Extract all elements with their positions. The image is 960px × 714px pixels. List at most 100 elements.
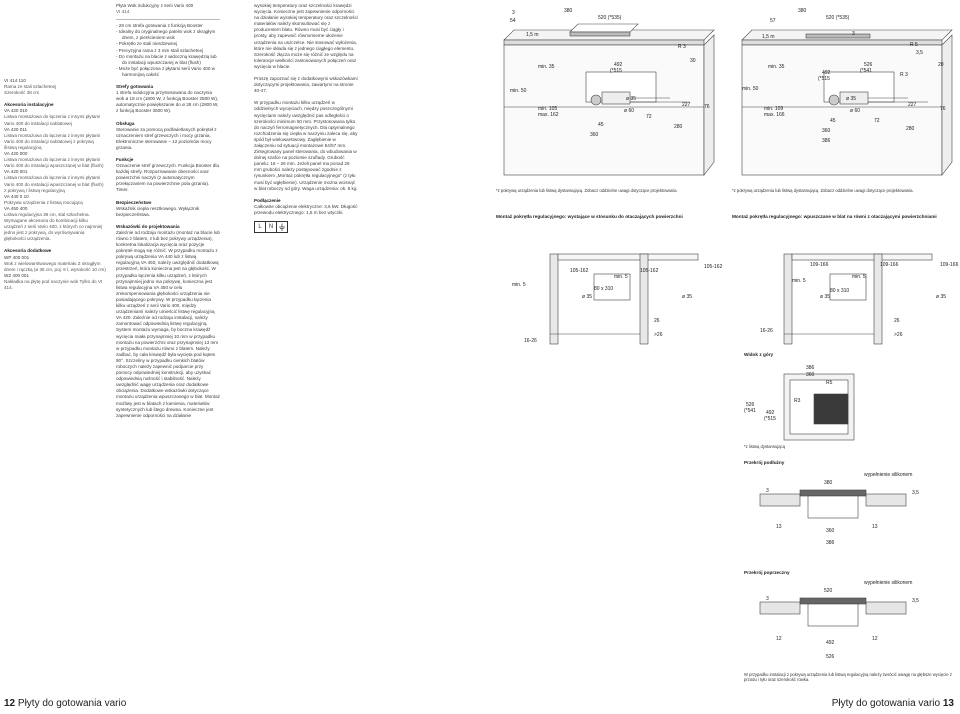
dim-label: 520 (*535) (598, 15, 622, 21)
dim-label: 380 (564, 8, 573, 14)
dim-label: min. 50 (510, 88, 527, 94)
feature-bullet: - Idealny do oryginalnego patelni wok z … (116, 29, 216, 41)
dim-label: 3 (852, 31, 855, 37)
dim-label: 45 (598, 122, 604, 128)
dim-label: min. 35 (768, 64, 785, 70)
accessory-description: Listwa montażowa do łączenia z innymi pł… (4, 114, 101, 126)
seal-label: wypełnienie silikonem (864, 472, 912, 478)
accessory-description: Listwa montażowa do łączenia z innymi pł… (4, 175, 104, 193)
installation-notes: W przypadku montażu kilku urządzeń w odd… (254, 100, 358, 191)
surface-mount-note: *z pokrywą urządzenia lub listwą dystans… (496, 188, 678, 193)
dim-label: ø 35 (626, 96, 636, 102)
dim-label: 16-26 (524, 338, 537, 344)
dim-label: (*515 (764, 416, 776, 422)
knob-flush-mount-diagram: 109-166 109-166 109-166 min. 5 min. 5 80… (760, 253, 959, 345)
dim-label: 520 (824, 588, 833, 594)
feature-bullet: - Precyzyjna rama z 3 mm stali szlachetn… (116, 47, 204, 53)
dim-label: 30 (690, 58, 696, 64)
dim-label: ø 35 (820, 294, 830, 300)
dim-label: 26 (654, 318, 660, 324)
dim-label: min. 5 (852, 274, 866, 280)
accessory-description: Nakładka na płytę pod naczynie wok Tylko… (4, 278, 103, 290)
dim-label: min. 5 (614, 274, 628, 280)
knob-surface-mount-title: Montaż pokrętła regulacyjnego: wystające… (496, 214, 683, 219)
dim-label: >26 (894, 332, 903, 338)
product-title: Płyta Wok indukcyjny z serii Vario 400 (116, 3, 194, 8)
dim-label: (*515 (610, 68, 622, 74)
surface-mount-cabinet-diagram: 3 54 380 520 (*535) 1,5 m 492 (*515 R 3 … (503, 8, 715, 176)
dim-label: 526 (864, 62, 873, 68)
dim-label: min. 35 (538, 64, 555, 70)
dim-label: ø 35 (582, 294, 592, 300)
dim-label: min. 5 (792, 278, 806, 284)
dim-label: 386 (826, 540, 835, 546)
dim-label: 57 (770, 18, 776, 24)
dim-label: 105-162 (640, 268, 659, 274)
dim-label: 520 (*535) (826, 15, 850, 21)
accessory-description: Wok z wielowarstwowego materiału Z okrąg… (4, 260, 106, 272)
electrical-symbols: L N (254, 221, 358, 233)
product-model: VI 414 (116, 9, 130, 15)
dim-label: R3 (794, 398, 801, 404)
feature-bullet: - Może być połączona z płytami serii Var… (116, 65, 215, 77)
product-description-column: Płyta Wok indukcyjny z serii Vario 400 V… (116, 3, 220, 419)
dim-label: 492 (822, 70, 831, 76)
dim-label: 227 (682, 102, 691, 108)
accessory-code: VA 420 000 (4, 151, 28, 157)
accessory-code: VA 440 0 10 (4, 193, 29, 199)
feature-bullet: - Do montażu na blacie z widoczną krawęd… (116, 53, 217, 65)
dim-label: 80 x 310 (830, 288, 849, 294)
dim-label: min. 50 (742, 86, 759, 92)
accessory-description: Listwa regulacyjna 38 cm, stal szlachetn… (4, 211, 103, 242)
feature-bullet-list: - 28 cm strefa gotowania z funkcją Boost… (116, 23, 220, 78)
knob-flush-mount-title: Montaż pokrętła regulacyjnego: wpuszczan… (732, 214, 937, 219)
left-page-title: Płyty do gotowania vario (17, 698, 127, 709)
dim-label: ø 60 (624, 108, 634, 114)
dim-label: 54 (510, 18, 516, 24)
accessory-description: Pokrywa urządzenia z listwą mocującą (4, 199, 83, 205)
dim-label: 492 (614, 62, 623, 68)
dim-label: R 5 (910, 42, 918, 48)
accessory-code: VA 450 400 (4, 205, 28, 211)
functions-text: Oznaczenie stref grzewczych. Funkcja Boo… (116, 163, 219, 193)
accessory-description: Listwa montażowa do łączenia z innymi pł… (4, 132, 101, 150)
dim-label: 360 (826, 528, 835, 534)
dim-label: 80 x 310 (594, 286, 613, 292)
dim-label: 20 (938, 62, 944, 68)
dim-label: 72 (646, 114, 652, 120)
feature-bullet: - 28 cm strefa gotowania z funkcją Boost… (116, 23, 203, 29)
connection-text: Całkowite obciążenie elektryczne: 3,6 kW… (254, 203, 358, 215)
dim-label: max. 162 (538, 112, 559, 118)
dim-label: 3 (766, 488, 769, 494)
dim-label: 227 (908, 102, 917, 108)
dim-label: (*541 (860, 68, 872, 74)
safety-title: Bezpieczeństwo (116, 199, 152, 205)
dim-label: min. 109 (764, 106, 783, 112)
dim-label: 16-26 (760, 328, 773, 334)
operation-title: Obsługa (116, 120, 135, 126)
dim-label: 12 (776, 636, 782, 642)
functions-title: Funkcje (116, 156, 134, 162)
dim-label: 380 (798, 8, 807, 14)
dim-label: ø 35 (846, 96, 856, 102)
dim-label: 76 (704, 104, 710, 110)
dim-label: 13 (872, 524, 878, 530)
install-accessories-title: Akcesoria instalacyjne (4, 102, 54, 108)
design-notes-title: Wskazówki do projektowania (116, 223, 180, 229)
dim-label: ø 35 (936, 294, 946, 300)
product-code: VI 414 110 (4, 78, 26, 83)
dim-label: 109-166 (940, 262, 959, 268)
dim-label: 105-162 (704, 264, 723, 270)
accessory-code: VA 420 001 (4, 169, 28, 175)
dim-label: 386 (822, 138, 831, 144)
dim-label: 109-166 (810, 262, 829, 268)
dim-label: (*541 (744, 408, 756, 414)
dim-label: min. 105 (538, 106, 557, 112)
width-desc: Szerokość 38 cm (4, 90, 40, 96)
dim-label: 105-162 (570, 268, 589, 274)
top-view-diagram: 386 360 R5 526 (*541 492 (*515 R3 (744, 365, 855, 441)
dim-label: ø 60 (850, 108, 860, 114)
dim-label: 280 (674, 124, 683, 130)
